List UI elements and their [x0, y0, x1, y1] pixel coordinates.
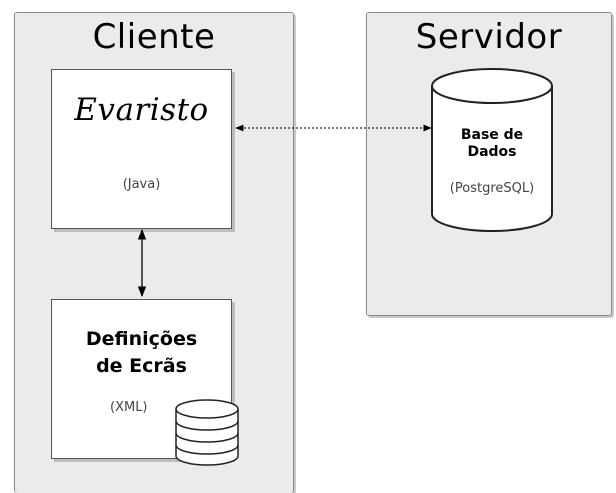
database-title-line2: Dados: [467, 144, 517, 160]
screen-definitions-title: Definições de Ecrãs: [52, 326, 231, 380]
evaristo-logo: Evaristo: [74, 92, 209, 128]
database-label-group: Base de Dados (PostgreSQL): [432, 69, 552, 229]
screen-definitions-title-line1: Definições: [85, 328, 198, 350]
server-title: Servidor: [415, 17, 563, 57]
database-cylinder-icon: [431, 68, 553, 232]
client-title: Cliente: [92, 17, 216, 57]
diagram-graphics: [137, 68, 553, 466]
screen-definitions-tech-label: (XML): [110, 400, 148, 415]
xml-database-stack-icon: [175, 399, 239, 466]
evaristo-tech-label: (Java): [122, 177, 161, 192]
database-title: Base de Dados: [432, 127, 552, 161]
database-title-line1: Base de: [460, 127, 524, 143]
screen-definitions-title-line2: de Ecrãs: [96, 355, 187, 377]
database-tech-label: (PostgreSQL): [449, 181, 535, 196]
evaristo-app-box: Evaristo (Java): [51, 69, 232, 229]
